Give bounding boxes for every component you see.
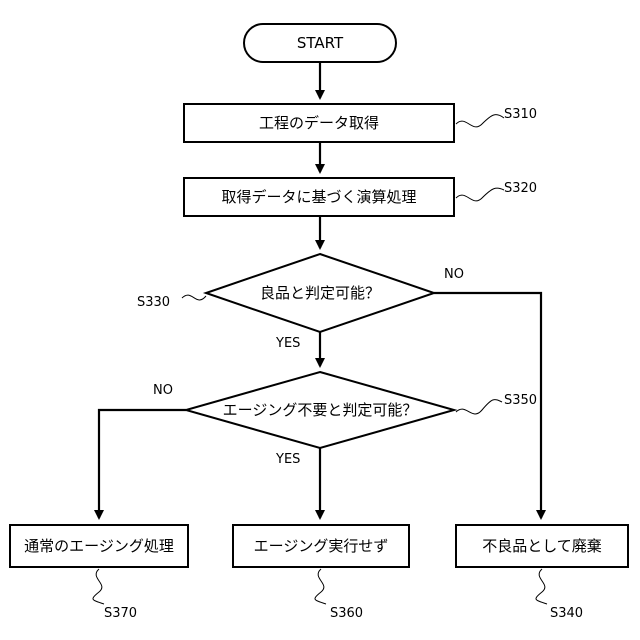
step-s360-label: S360 [330, 606, 363, 621]
step-s360-text: エージング実行せず [254, 537, 389, 555]
step-s370-label: S370 [104, 606, 137, 621]
step-s360: エージング実行せず [233, 525, 409, 567]
decision-s350-label: S350 [504, 393, 537, 408]
decision-s330-label: S330 [137, 295, 170, 310]
step-s370-text: 通常のエージング処理 [24, 537, 174, 555]
branch-s330-yes: YES [275, 336, 300, 351]
decision-s330-leader [182, 295, 206, 300]
step-s340-label: S340 [550, 606, 583, 621]
decision-s350: エージング不要と判定可能？ [186, 372, 454, 448]
branch-s350-yes: YES [275, 452, 300, 467]
step-s340: 不良品として廃棄 [456, 525, 628, 567]
step-s310-leader [456, 115, 504, 127]
branch-s330-no: NO [444, 267, 464, 282]
decision-s350-text: エージング不要と判定可能？ [223, 401, 418, 419]
step-s320-leader [456, 188, 504, 201]
step-s370-leader [93, 569, 104, 604]
step-s320-label: S320 [504, 181, 537, 196]
step-s310-label: S310 [504, 107, 537, 122]
step-s360-leader [315, 569, 326, 604]
start-terminal: START [244, 24, 396, 62]
step-s370: 通常のエージング処理 [10, 525, 188, 567]
branch-s350-no: NO [153, 383, 173, 398]
step-s310-text: 工程のデータ取得 [259, 114, 379, 132]
decision-s330-text: 良品と判定可能？ [260, 284, 380, 302]
start-text: START [297, 34, 344, 52]
step-s320-text: 取得データに基づく演算処理 [221, 188, 416, 206]
decision-s350-leader [456, 400, 502, 414]
step-s320: 取得データに基づく演算処理 [184, 178, 454, 216]
step-s340-leader [536, 569, 547, 604]
decision-s330: 良品と判定可能？ [206, 254, 434, 332]
arrow-s350-no-to-s370 [99, 410, 186, 518]
step-s340-text: 不良品として廃棄 [482, 537, 602, 555]
step-s310: 工程のデータ取得 [184, 104, 454, 142]
